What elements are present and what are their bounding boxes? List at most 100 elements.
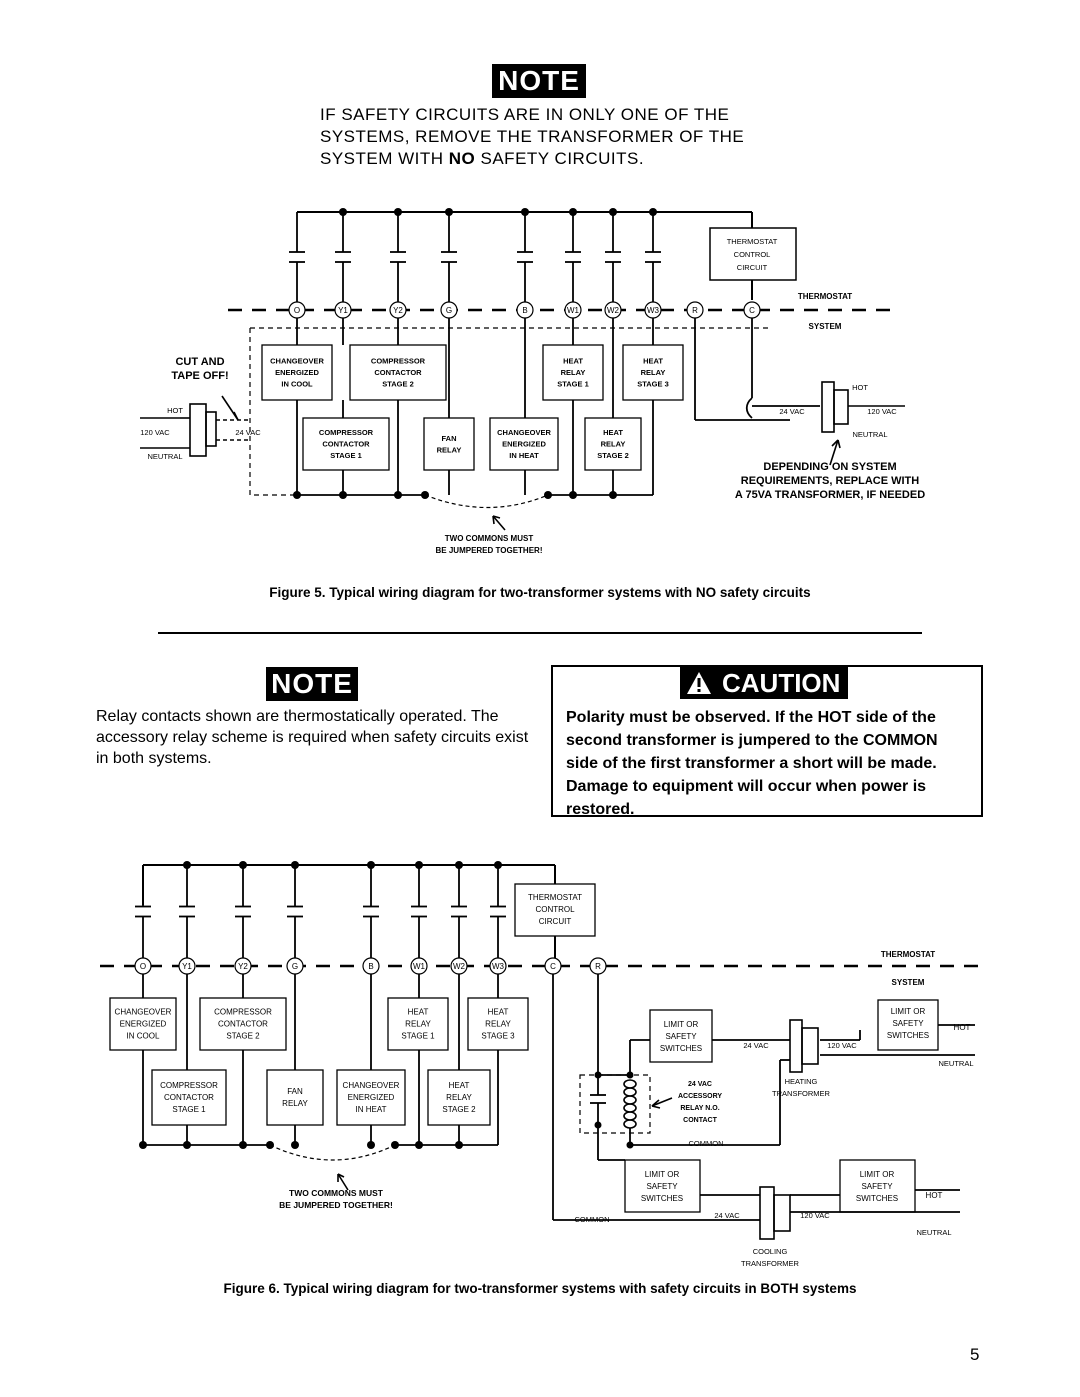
fig6-heat-stage3-box-line1: HEAT [488,1008,509,1017]
fig5-compressor-stage2-box-line2: CONTACTOR [374,368,422,377]
warning-triangle-icon [687,672,711,694]
fig6-terminal-label-b: B [368,962,373,971]
fig5-depending-line2: REQUIREMENTS, REPLACE WITH [741,475,920,487]
fig6-commons-note-line2: BE JUMPERED TOGETHER! [279,1200,393,1210]
fig6-thermostat-label: THERMOSTAT [881,950,935,959]
fig5-cut-and-tape-line2: TAPE OFF! [171,370,228,382]
fig5-changeover-heat-box-line2: ENERGIZED [502,440,546,449]
figure5-caption: Figure 5. Typical wiring diagram for two… [269,585,811,600]
fig6-cooling-120vac: 120 VAC [800,1211,830,1220]
fig5-right-neutral: NEUTRAL [852,430,887,439]
fig6-terminal-label-y1: Y1 [182,962,192,971]
fig5-thermostat-control-line2: CONTROL [734,250,771,259]
fig5-terminal-label-b: B [522,306,527,315]
fig6-fan-relay-box-line2: RELAY [282,1099,308,1108]
fig6-thermostat-control-line2: CONTROL [535,905,575,914]
fig6-compressor-stage1-box [151,1069,227,1126]
fig6-compressor-stage2-box-line1: COMPRESSOR [214,1008,272,1017]
fig6-heat-limit-upper-left-line2: SAFETY [665,1032,697,1041]
fig5-left-24vac: 24 VAC [235,428,261,437]
fig5-compressor-stage1-box-line1: COMPRESSOR [319,428,374,437]
fig6-commons-note-line1: TWO COMMONS MUST [289,1188,384,1198]
safety-note-line1: IF SAFETY CIRCUITS ARE IN ONLY ONE OF TH… [320,105,730,124]
fig6-terminal-label-w2: W2 [453,962,466,971]
fig6-compressor-stage1-box-line1: COMPRESSOR [160,1081,218,1090]
fig6-accessory-line2: ACCESSORY [678,1093,722,1100]
fig6-heat-stage2-box-line1: HEAT [449,1081,470,1090]
fig6-terminal-label-o: O [140,962,146,971]
fig5-terminal-label-y2: Y2 [393,306,403,315]
fig6-accessory-line1: 24 VAC [688,1081,712,1088]
fig6-compressor-stage2-box [199,997,287,1051]
fig5-terminal-label-o: O [294,306,300,315]
fig6-cooling-transformer-line2: TRANSFORMER [741,1259,800,1268]
fig6-compressor-stage1-box-line3: STAGE 1 [172,1105,206,1114]
fig6-accessory-line3: RELAY N.O. [680,1105,719,1112]
fig5-heat-stage1-box-line1: HEAT [563,357,583,366]
fig6-accessory-line4: CONTACT [683,1117,717,1124]
fig6-cool-limit-lower-right-line1: LIMIT OR [860,1170,895,1179]
section-divider [158,632,922,634]
fig5-fan-relay-box-line2: RELAY [437,445,462,454]
fig5-commons-note-line2: BE JUMPERED TOGETHER! [436,546,543,555]
fig6-heating-24vac: 24 VAC [743,1041,769,1050]
fig6-cool-limit-lower-left-line1: LIMIT OR [645,1170,680,1179]
page-number: 5 [970,1345,980,1364]
fig5-left-hot: HOT [167,406,183,415]
fig5-right-hot: HOT [852,383,868,392]
fig6-heat-stage2-box-line3: STAGE 2 [442,1105,476,1114]
fig6-changeover-heat-box-line2: ENERGIZED [348,1093,395,1102]
fig6-heating-transformer-line1: HEATING [785,1077,818,1086]
fig5-terminal-label-w2: W2 [607,306,620,315]
fig5-fan-relay-box [423,417,475,471]
fig6-fan-relay-box-line1: FAN [287,1087,303,1096]
fig6-heating-120vac: 120 VAC [827,1041,857,1050]
fig5-heat-stage1-box-line2: RELAY [561,368,586,377]
fig5-terminal-label-c: C [749,306,755,315]
fig5-right-120vac: 120 VAC [867,407,897,416]
fig5-left-neutral: NEUTRAL [147,452,182,461]
fig6-heat-stage2-box [427,1069,491,1126]
fig5-right-24vac: 24 VAC [779,407,805,416]
fig6-cooling-hot: HOT [926,1191,943,1200]
fig6-terminal-label-w1: W1 [413,962,426,971]
fig5-changeover-heat-box [489,417,559,471]
fig5-compressor-stage1-box-line3: STAGE 1 [330,451,362,460]
fig6-heat-limit-upper-right-line3: SWITCHES [887,1031,929,1040]
fig5-fan-relay-box-line1: FAN [442,434,457,443]
fig5-thermostat-control-line3: CIRCUIT [737,263,768,272]
fig6-cool-limit-lower-left-line3: SWITCHES [641,1194,683,1203]
fig6-changeover-heat-box-line1: CHANGEOVER [343,1081,400,1090]
fig5-changeover-heat-box-line3: IN HEAT [509,451,539,460]
fig6-heat-stage3-box [467,997,529,1051]
fig5-left-120vac: 120 VAC [140,428,170,437]
fig5-heat-stage2-box-line2: RELAY [601,440,626,449]
fig5-terminal-label-w3: W3 [647,306,660,315]
fig6-changeover-cool-box-line1: CHANGEOVER [115,1008,172,1017]
fig5-system-label: SYSTEM [809,322,842,331]
fig6-heat-limit-upper-right-line1: LIMIT OR [891,1007,926,1016]
fig6-cooling-neutral: NEUTRAL [916,1228,951,1237]
fig6-compressor-stage2-box-line2: CONTACTOR [218,1020,268,1029]
fig6-cooling-transformer-line1: COOLING [753,1247,788,1256]
fig6-terminal-label-c: C [550,962,556,971]
fig5-compressor-stage2-box-line1: COMPRESSOR [371,357,426,366]
caution-text: Polarity must be observed. If the HOT si… [566,709,938,818]
fig6-system-label: SYSTEM [892,978,925,987]
fig6-heat-stage2-box-line2: RELAY [446,1093,472,1102]
fig5-thermostat-control-line1: THERMOSTAT [727,237,778,246]
fig5-compressor-stage1-box [302,417,390,471]
fig6-heating-hot: HOT [954,1023,971,1032]
fig5-heat-stage3-box-line1: HEAT [643,357,663,366]
fig5-thermostat-label: THERMOSTAT [798,292,852,301]
fig6-compressor-stage1-box-line2: CONTACTOR [164,1093,214,1102]
fig6-thermostat-control-line3: CIRCUIT [539,917,572,926]
fig5-terminal-label-y1: Y1 [338,306,348,315]
fig6-terminal-label-w3: W3 [492,962,505,971]
fig6-heat-limit-upper-right-line2: SAFETY [892,1019,924,1028]
caution-label: CAUTION [722,668,841,698]
fig5-depending-line3: A 75VA TRANSFORMER, IF NEEDED [735,489,925,501]
fig6-compressor-stage2-box-line3: STAGE 2 [226,1032,260,1041]
fig5-changeover-cool-box-line2: ENERGIZED [275,368,319,377]
fig5-cut-and-tape-line1: CUT AND [175,356,224,368]
